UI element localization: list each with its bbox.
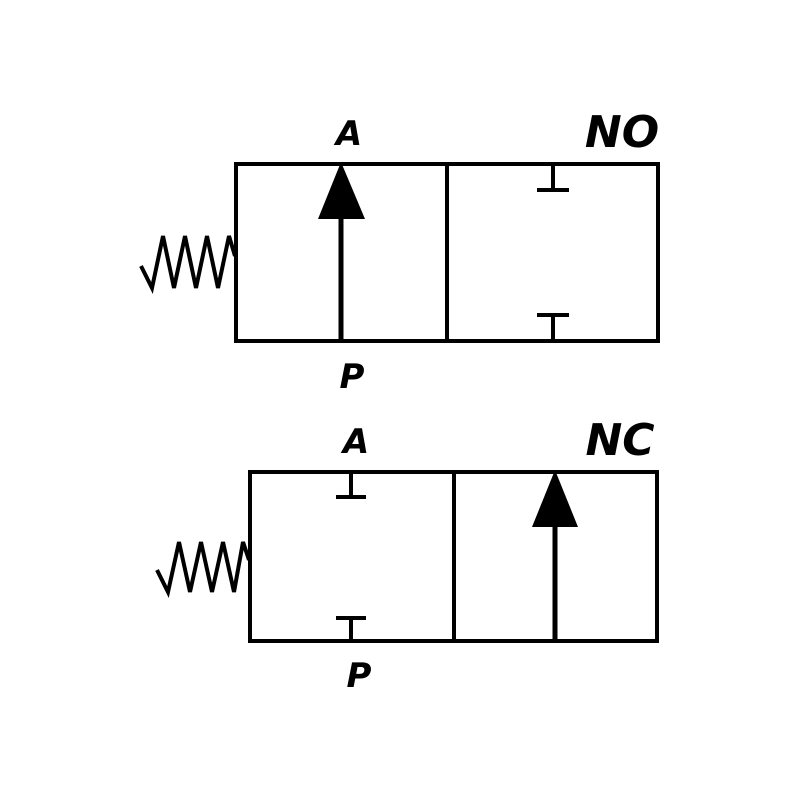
port-label-p: P (340, 357, 365, 397)
port-label-a: A (340, 422, 369, 462)
state-label: NO (585, 107, 659, 158)
flow-arrow-icon (318, 162, 365, 341)
blocked-port-icon (537, 164, 569, 192)
port-label-p: P (347, 656, 372, 696)
blocked-port-icon (336, 472, 366, 499)
flow-arrow-icon (532, 470, 578, 641)
valve-no: A P NO (139, 107, 660, 397)
state-label: NC (585, 415, 654, 466)
port-label-a: A (333, 114, 362, 154)
blocked-port-icon (537, 313, 569, 341)
valve-nc: A P NC (155, 415, 659, 696)
spring-icon (139, 235, 237, 295)
spring-icon (155, 541, 251, 598)
blocked-port-icon (336, 616, 366, 641)
